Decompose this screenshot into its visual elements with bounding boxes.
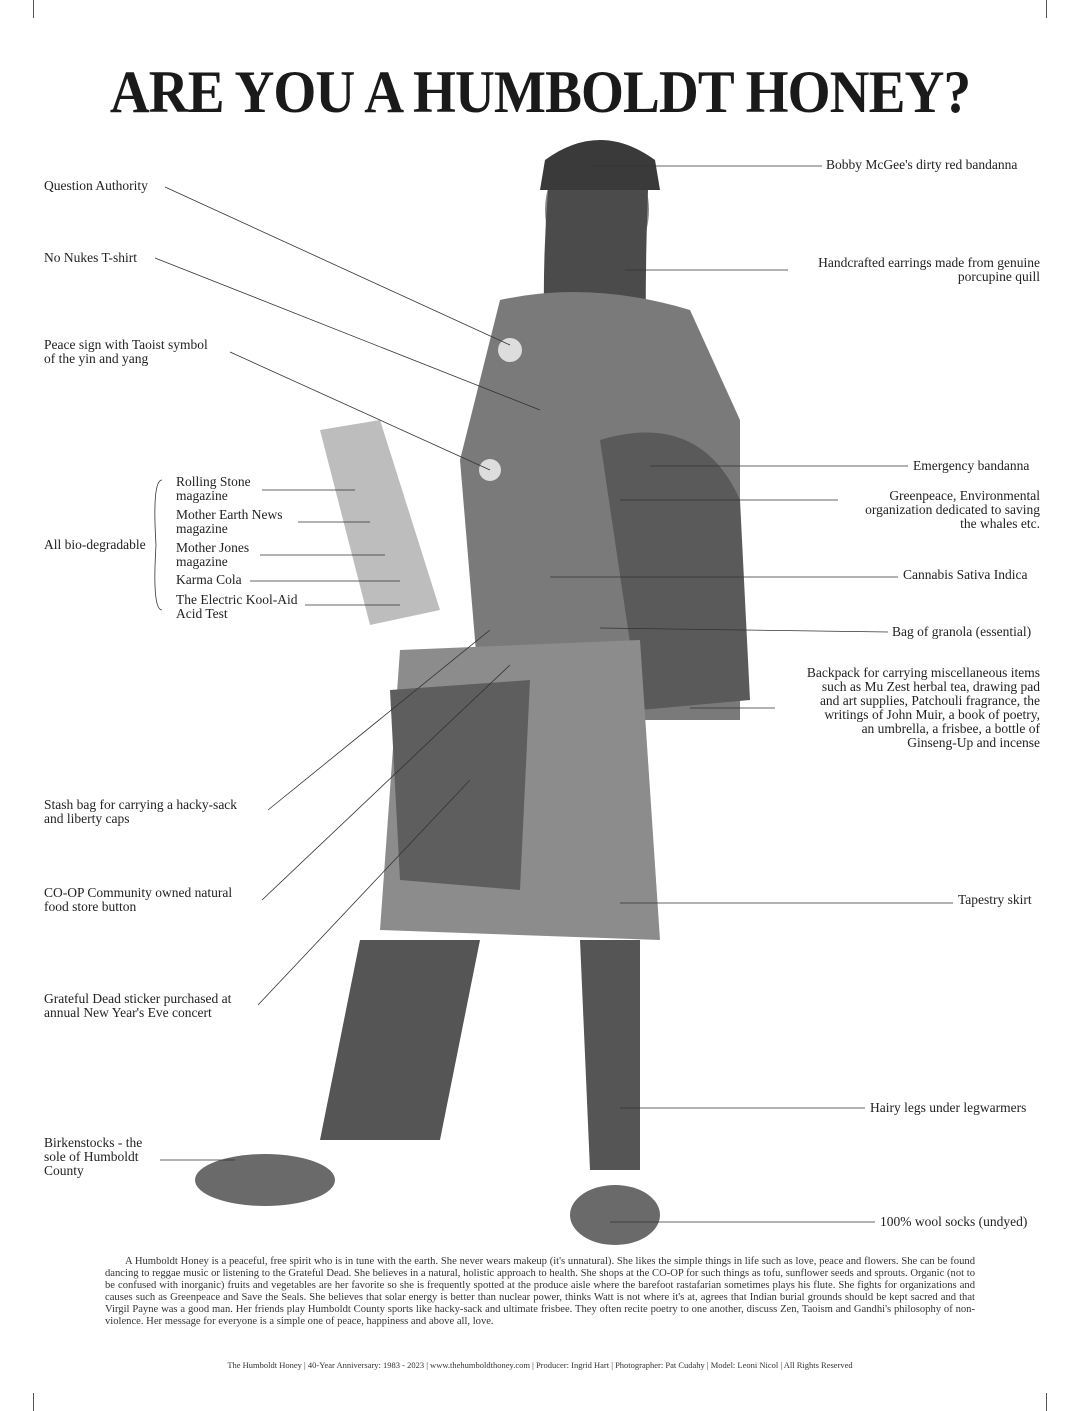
label-line: the whales etc.: [960, 516, 1040, 531]
crop-mark: [1046, 0, 1047, 18]
label-line: Handcrafted earrings made from genuine: [818, 255, 1040, 270]
leader-lines: [154, 165, 953, 1223]
label-line: Rolling Stone: [176, 474, 251, 489]
label-granola: Bag of granola (essential): [892, 624, 1032, 639]
label-no-nukes: No Nukes T-shirt: [44, 250, 138, 265]
label-cannabis: Cannabis Sativa Indica: [903, 567, 1028, 582]
label-bio-degradable: All bio-degradable: [44, 537, 146, 552]
label-tapestry-skirt: Tapestry skirt: [958, 892, 1032, 907]
footer-credits: The Humboldt Honey | 40-Year Anniversary…: [227, 1360, 853, 1370]
model-photo: [195, 140, 750, 1245]
label-line: an umbrella, a frisbee, a bottle of: [861, 721, 1040, 736]
crop-mark: [1046, 1393, 1047, 1411]
label-line: annual New Year's Eve concert: [44, 1005, 212, 1020]
label-emergency-bandanna: Emergency bandanna: [913, 458, 1030, 473]
label-line: writings of John Muir, a book of poetry,: [824, 707, 1040, 722]
label-line: of the yin and yang: [44, 351, 149, 366]
label-line: Backpack for carrying miscellaneous item…: [806, 665, 1040, 680]
label-line: Ginseng-Up and incense: [907, 735, 1040, 750]
label-line: and liberty caps: [44, 811, 130, 826]
label-line: Mother Earth News: [176, 507, 283, 522]
label-line: organization dedicated to saving: [865, 502, 1040, 517]
label-line: Birkenstocks - the: [44, 1135, 143, 1150]
label-hairy-legs: Hairy legs under legwarmers: [870, 1100, 1027, 1115]
label-line: magazine: [176, 554, 228, 569]
label-line: such as Mu Zest herbal tea, drawing pad: [821, 679, 1040, 694]
label-line: CO-OP Community owned natural: [44, 885, 233, 900]
label-line: Greenpeace, Environmental: [889, 488, 1040, 503]
label-karma-cola: Karma Cola: [176, 572, 242, 587]
label-line: and art supplies, Patchouli fragrance, t…: [819, 693, 1040, 708]
label-line: porcupine quill: [957, 269, 1040, 284]
label-line: Acid Test: [176, 606, 228, 621]
poster-title: ARE YOU A HUMBOLDT HONEY?: [109, 59, 971, 125]
label-backpack: Backpack for carrying miscellaneous item…: [807, 666, 1040, 750]
label-line: Stash bag for carrying a hacky-sack: [44, 797, 238, 812]
label-question-authority: Question Authority: [44, 178, 148, 193]
label-line: sole of Humboldt: [44, 1149, 139, 1164]
description-paragraph: A Humboldt Honey is a peaceful, free spi…: [105, 1256, 975, 1327]
crop-mark: [33, 0, 34, 18]
label-line: magazine: [176, 521, 228, 536]
crop-mark: [33, 1393, 34, 1411]
label-line: magazine: [176, 488, 228, 503]
label-line: The Electric Kool-Aid: [176, 592, 298, 607]
label-bandanna: Bobby McGee's dirty red bandanna: [826, 157, 1018, 172]
label-line: food store button: [44, 899, 137, 914]
label-line: Grateful Dead sticker purchased at: [44, 991, 232, 1006]
label-wool-socks: 100% wool socks (undyed): [880, 1214, 1028, 1229]
label-line: Peace sign with Taoist symbol: [44, 337, 208, 352]
label-line: County: [44, 1163, 84, 1178]
label-line: Mother Jones: [176, 540, 250, 555]
